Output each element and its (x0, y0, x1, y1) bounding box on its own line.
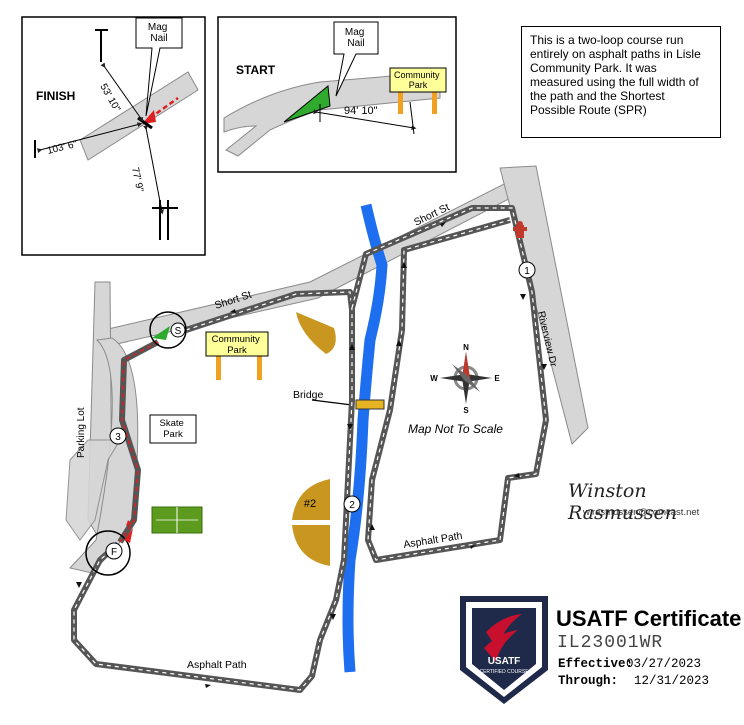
through-date: 12/31/2023 (634, 674, 710, 688)
effective-label: Effective: (558, 657, 634, 671)
community-park-line2: Park (227, 345, 247, 356)
finish-marker-label: F (111, 547, 117, 558)
community-park-sign: Community Park (205, 331, 269, 380)
mile-marker-2: 2 (343, 495, 361, 513)
course-description: This is a two-loop course run entirely o… (521, 26, 721, 138)
svg-text:Mag Nail: Mag Nail (148, 22, 170, 44)
start-marker: S (149, 311, 187, 349)
start-marker-label: S (175, 326, 182, 337)
route-east-loop (349, 205, 549, 563)
svg-text:S: S (463, 406, 469, 415)
surveyor-email: w.rasmussen@comcast.net (583, 507, 700, 518)
start-inset-road (223, 71, 441, 157)
baseball-fields (292, 312, 336, 566)
tennis-court (151, 506, 203, 534)
certificate-id: IL23001WR (557, 633, 664, 653)
finish-marker: F (85, 528, 133, 576)
effective-date: 03/27/2023 (626, 657, 702, 671)
svg-text:2: 2 (349, 500, 355, 511)
not-to-scale-label: Map Not To Scale (408, 422, 503, 436)
compass-rose-icon: N S E W (430, 343, 500, 415)
svg-text:Skate Park: Skate Park (160, 418, 187, 440)
field-top (296, 312, 336, 354)
surveyor-signature: Winston Rasmussen (568, 480, 678, 524)
fire-hydrant-icon (513, 221, 527, 238)
start-inset-title: START (236, 63, 276, 77)
certificate-through: Through: 12/31/2023 (558, 674, 709, 688)
svg-text:E: E (494, 374, 500, 383)
through-label: Through: (558, 674, 619, 688)
field-2-upper (292, 479, 330, 520)
community-park-line1: Community (212, 334, 260, 345)
light-pole-icon-top (95, 29, 108, 62)
svg-text:Community Park: Community Park (394, 70, 442, 90)
start-inset: START 94' 10" Community Park Mag Nail (217, 16, 457, 173)
bridge-label: Bridge (293, 389, 324, 401)
field-number-label: #2 (304, 498, 316, 510)
badge-title: USATF (488, 656, 521, 667)
start-distance: 94' 10" (344, 105, 378, 117)
skate-park-label-box: Skate Park (149, 414, 197, 444)
svg-text:W: W (430, 374, 438, 383)
course-route (71, 205, 549, 693)
finish-inset: FINISH 53' 10" 103' 6" 77' 9" Mag Nail (21, 16, 206, 256)
svg-text:N: N (463, 343, 469, 352)
field-2-lower (292, 525, 330, 566)
finish-inset-title: FINISH (36, 89, 75, 103)
asphalt-path-label-south: Asphalt Path (187, 659, 247, 671)
finish-meas-3: 77' 9" (129, 166, 145, 193)
svg-text:1: 1 (524, 266, 530, 277)
mile-marker-3: 3 (109, 427, 127, 445)
svg-text:Mag Nail: Mag Nail (345, 27, 367, 49)
certificate-title: USATF Certificate (556, 606, 742, 631)
usatf-badge-icon: USATF CERTIFIED COURSE (460, 596, 548, 704)
parking-lot-road-left (65, 439, 121, 541)
mile-marker-1: 1 (518, 261, 536, 279)
parking-lot-label: Parking Lot (76, 407, 87, 458)
bridge (311, 399, 385, 410)
badge-subtitle: CERTIFIED COURSE (479, 669, 529, 675)
route-arrows (76, 222, 547, 688)
certificate-effective: Effective:03/27/2023 (558, 657, 701, 671)
svg-text:Community Park: Community Park (212, 334, 263, 356)
svg-text:3: 3 (115, 432, 121, 443)
